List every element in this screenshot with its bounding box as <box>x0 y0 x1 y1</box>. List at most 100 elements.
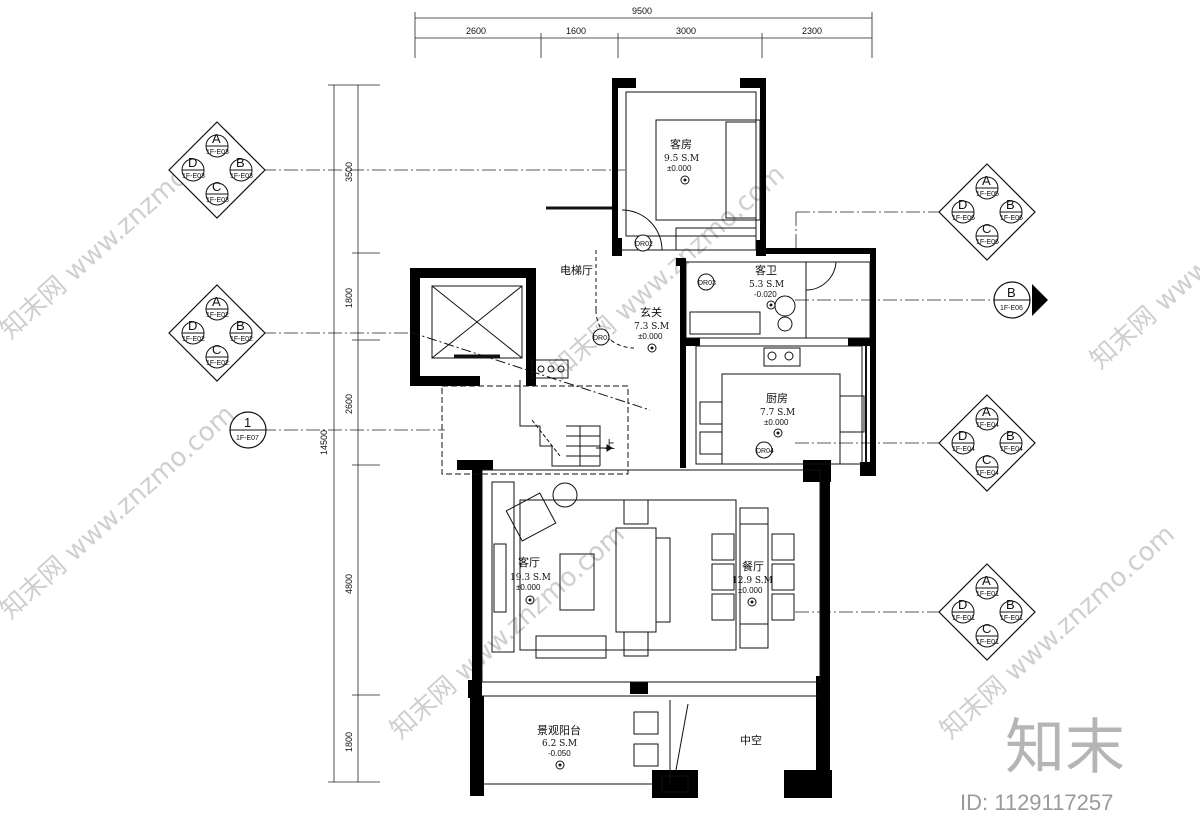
svg-text:1F-E02: 1F-E02 <box>182 336 205 343</box>
svg-text:1F-E02: 1F-E02 <box>206 360 229 367</box>
svg-text:1F-E03: 1F-E03 <box>182 173 205 180</box>
svg-text:D: D <box>958 597 967 612</box>
elevation-marker: A B C D 1F-E03 1F-E03 1F-E03 1F-E03 <box>168 121 266 219</box>
room-name: 厨房 <box>766 392 788 405</box>
elevation-marker: A B C D 1F-E01 1F-E01 1F-E01 1F-E01 <box>938 563 1036 661</box>
dim-width-segment: 3000 <box>676 26 696 36</box>
walls <box>410 78 876 798</box>
dim-total-width: 9500 <box>632 6 652 16</box>
svg-text:1F-E03: 1F-E03 <box>206 149 229 156</box>
svg-text:B: B <box>1006 197 1015 212</box>
room-name: 客房 <box>670 137 692 151</box>
svg-text:1: 1 <box>244 415 251 430</box>
room-name: 电梯厅 <box>560 264 593 277</box>
svg-text:1F-E06: 1F-E06 <box>1000 305 1023 312</box>
door-tag: DR02 <box>634 234 653 252</box>
dim-width-segment: 1600 <box>566 26 586 36</box>
svg-text:DR04: DR04 <box>756 448 774 455</box>
room-name: 客卫 <box>755 263 777 277</box>
svg-text:D: D <box>188 155 197 170</box>
dim-height-segment: 2600 <box>344 394 354 414</box>
interior-lines <box>409 91 871 793</box>
room-name: 客厅 <box>518 555 540 569</box>
svg-text:1F-E04: 1F-E04 <box>976 422 999 429</box>
svg-text:D: D <box>958 428 967 443</box>
room-elevation: -0.050 <box>548 749 571 758</box>
elevation-leaders <box>262 169 995 613</box>
dim-width-segment: 2300 <box>802 26 822 36</box>
room-area: 19.3 S.M <box>510 573 551 583</box>
door-tag: DR04 <box>755 441 774 459</box>
room-name: 玄关 <box>640 305 662 319</box>
svg-text:1F-E01: 1F-E01 <box>976 639 999 646</box>
svg-text:B: B <box>236 318 245 333</box>
room-elevation: ±0.000 <box>738 586 763 595</box>
watermark-logo: 知末 <box>1005 713 1125 783</box>
svg-text:DR01: DR01 <box>593 335 611 342</box>
svg-text:C: C <box>212 179 221 194</box>
door-tags: DR02 DR03 DR01 DR04 <box>592 234 774 459</box>
top-dimensions <box>414 12 873 58</box>
elevation-marker: A B C D 1F-E02 1F-E02 1F-E02 1F-E02 <box>168 284 266 382</box>
svg-text:1F-E03: 1F-E03 <box>230 173 253 180</box>
room-elevation: ±0.000 <box>764 418 789 427</box>
room-name: 餐厅 <box>742 559 764 573</box>
door-tag: DR03 <box>697 273 716 291</box>
room-elevation: ±0.000 <box>638 332 663 341</box>
svg-text:C: C <box>982 621 991 636</box>
svg-text:D: D <box>958 197 967 212</box>
svg-text:B: B <box>236 155 245 170</box>
dim-height-segment: 3500 <box>344 162 354 182</box>
stair-up-label: 上 <box>604 438 615 451</box>
watermark-text: 知末网 www.znzmo.com <box>1085 149 1200 375</box>
svg-text:1F-E04: 1F-E04 <box>976 470 999 477</box>
dim-height-segment: 1800 <box>344 732 354 752</box>
svg-text:C: C <box>982 221 991 236</box>
svg-text:D: D <box>188 318 197 333</box>
svg-text:A: A <box>982 173 991 188</box>
dim-height-segment: 1800 <box>344 288 354 308</box>
dim-width-segment: 2600 <box>466 26 486 36</box>
svg-text:A: A <box>212 131 221 146</box>
elevation-marker: A B C D 1F-E05 1F-E06 1F-E06 1F-E06 <box>938 163 1036 261</box>
room-area: 12.9 S.M <box>732 576 773 586</box>
room-area: 6.2 S.M <box>542 739 577 749</box>
svg-text:1F-E01: 1F-E01 <box>1000 615 1023 622</box>
room-area: 9.5 S.M <box>664 154 699 164</box>
room-area: 7.7 S.M <box>760 408 795 418</box>
watermark-id: ID: 1129117257 <box>960 790 1113 815</box>
section-marker: B 1F-E06 <box>993 281 1048 319</box>
left-dimensions <box>328 84 380 783</box>
svg-text:A: A <box>982 404 991 419</box>
svg-text:1F-E01: 1F-E01 <box>952 615 975 622</box>
elevation-marker: A B C D 1F-E04 1F-E04 1F-E04 1F-E04 <box>938 394 1036 492</box>
dim-total-height: 14500 <box>319 430 329 455</box>
svg-text:A: A <box>982 573 991 588</box>
svg-text:DR02: DR02 <box>635 241 653 248</box>
room-area: 5.3 S.M <box>749 280 784 290</box>
room-name: 中空 <box>740 733 762 747</box>
svg-text:1F-E02: 1F-E02 <box>206 312 229 319</box>
svg-text:1F-E06: 1F-E06 <box>952 215 975 222</box>
svg-text:1F-E06: 1F-E06 <box>1000 215 1023 222</box>
svg-text:B: B <box>1006 597 1015 612</box>
svg-text:1F-E02: 1F-E02 <box>230 336 253 343</box>
room-elevation: -0.020 <box>754 290 777 299</box>
room-name: 景观阳台 <box>537 723 581 737</box>
svg-text:1F-E04: 1F-E04 <box>1000 446 1023 453</box>
watermark-text: 知末网 www.znzmo.com <box>385 519 631 745</box>
watermark-text: 知末网 www.znzmo.com <box>0 399 241 625</box>
section-marker: 1 1F-E07 <box>229 411 267 449</box>
door-tag: DR01 <box>592 328 611 346</box>
svg-text:1F-E06: 1F-E06 <box>976 239 999 246</box>
dim-height-segment: 4800 <box>344 574 354 594</box>
room-labels: 客房 9.5 S.M ±0.000 客卫 5.3 S.M -0.020 电梯厅 … <box>510 137 795 770</box>
svg-text:DR03: DR03 <box>698 280 716 287</box>
svg-text:1F-E05: 1F-E05 <box>976 191 999 198</box>
svg-text:1F-E04: 1F-E04 <box>952 446 975 453</box>
room-elevation: ±0.000 <box>516 583 541 592</box>
svg-text:B: B <box>1006 428 1015 443</box>
room-elevation: ±0.000 <box>667 164 692 173</box>
svg-text:A: A <box>212 294 221 309</box>
